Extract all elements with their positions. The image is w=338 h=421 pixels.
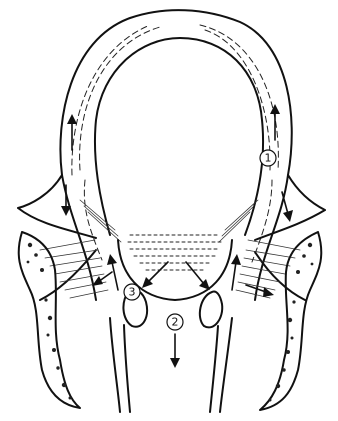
right-descending-channel-inner	[210, 326, 218, 412]
arch-inner-contour	[95, 38, 263, 235]
central-pool-lines	[128, 235, 222, 270]
right-lobe	[200, 292, 222, 328]
left-bone-speckles	[27, 243, 72, 400]
marker-2-label: 2	[172, 316, 179, 329]
marker-3-label: 3	[129, 286, 136, 299]
marker-2: 2	[167, 314, 183, 330]
marker-3: 3	[124, 284, 140, 300]
left-descending-channel	[110, 318, 120, 412]
right-descending-channel	[220, 318, 232, 412]
left-fan-hatching	[40, 200, 121, 298]
left-descending-channel-inner	[124, 325, 130, 412]
right-bone-speckles	[269, 243, 314, 402]
marker-1-label: 1	[265, 152, 272, 165]
marker-1: 1	[260, 150, 276, 166]
